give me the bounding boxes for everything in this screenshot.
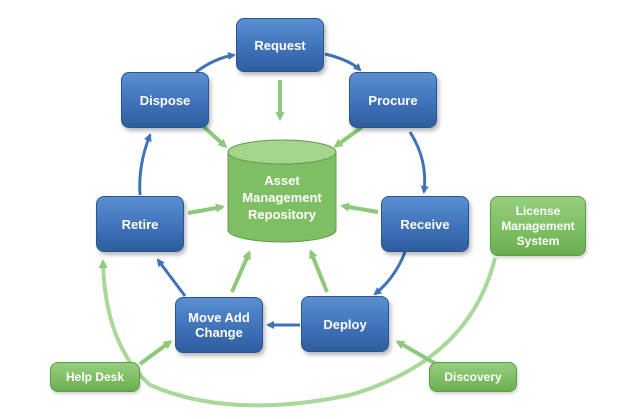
repository-label: Asset Management Repository	[242, 172, 322, 222]
request-to-procure-arrow	[324, 52, 362, 72]
move-add-change-node: Move Add Change	[175, 297, 263, 353]
dispose-to-repo-arrow	[201, 124, 228, 149]
deploy-to-repo-arrow	[309, 249, 329, 293]
help-desk-node: Help Desk	[50, 362, 140, 392]
request-node: Request	[236, 18, 324, 72]
outer-green-arc	[98, 257, 497, 408]
receive-node: Receive	[381, 196, 469, 252]
discovery-node: Discovery	[429, 362, 517, 392]
repository-cylinder	[227, 139, 337, 243]
procure-node: Procure	[349, 72, 437, 128]
procure-to-repo-arrow	[333, 125, 364, 148]
license-management-system-node: License Management System	[490, 196, 586, 256]
receive-to-repo-arrow	[340, 202, 379, 214]
move-to-retire-arrow	[156, 258, 187, 297]
dispose-to-request-arrow	[195, 51, 236, 74]
helpdesk-to-move-arrow	[138, 340, 173, 366]
retire-node: Retire	[96, 196, 184, 252]
dispose-node: Dispose	[121, 72, 209, 128]
retire-to-repo-arrow	[187, 203, 225, 215]
move-to-repo-arrow	[230, 250, 251, 293]
deploy-node: Deploy	[301, 296, 389, 352]
discovery-to-deploy-arrow	[395, 340, 438, 366]
receive-to-deploy-arrow	[373, 251, 407, 296]
retire-to-dispose-arrow	[138, 133, 152, 196]
procure-to-receive-arrow	[408, 131, 429, 194]
